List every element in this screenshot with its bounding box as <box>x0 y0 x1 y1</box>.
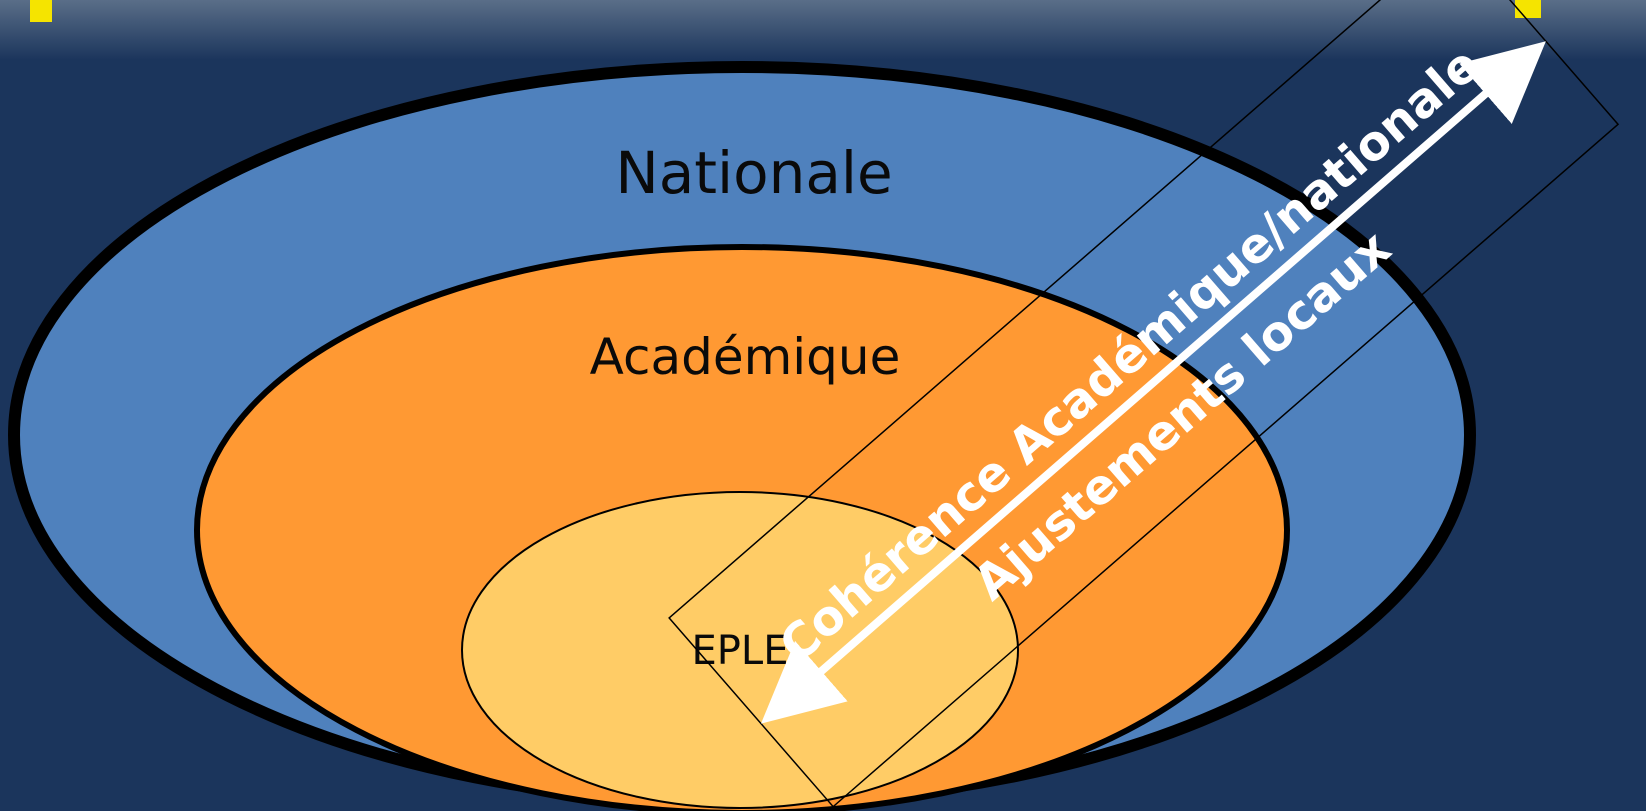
label-nationale: Nationale <box>615 139 892 207</box>
header-banner-strip <box>0 0 1646 60</box>
double-arrow-icon <box>760 41 1546 724</box>
banner-title-fragment-right <box>1515 0 1541 18</box>
banner-title-fragment <box>30 0 52 22</box>
label-academique: Académique <box>590 328 901 386</box>
